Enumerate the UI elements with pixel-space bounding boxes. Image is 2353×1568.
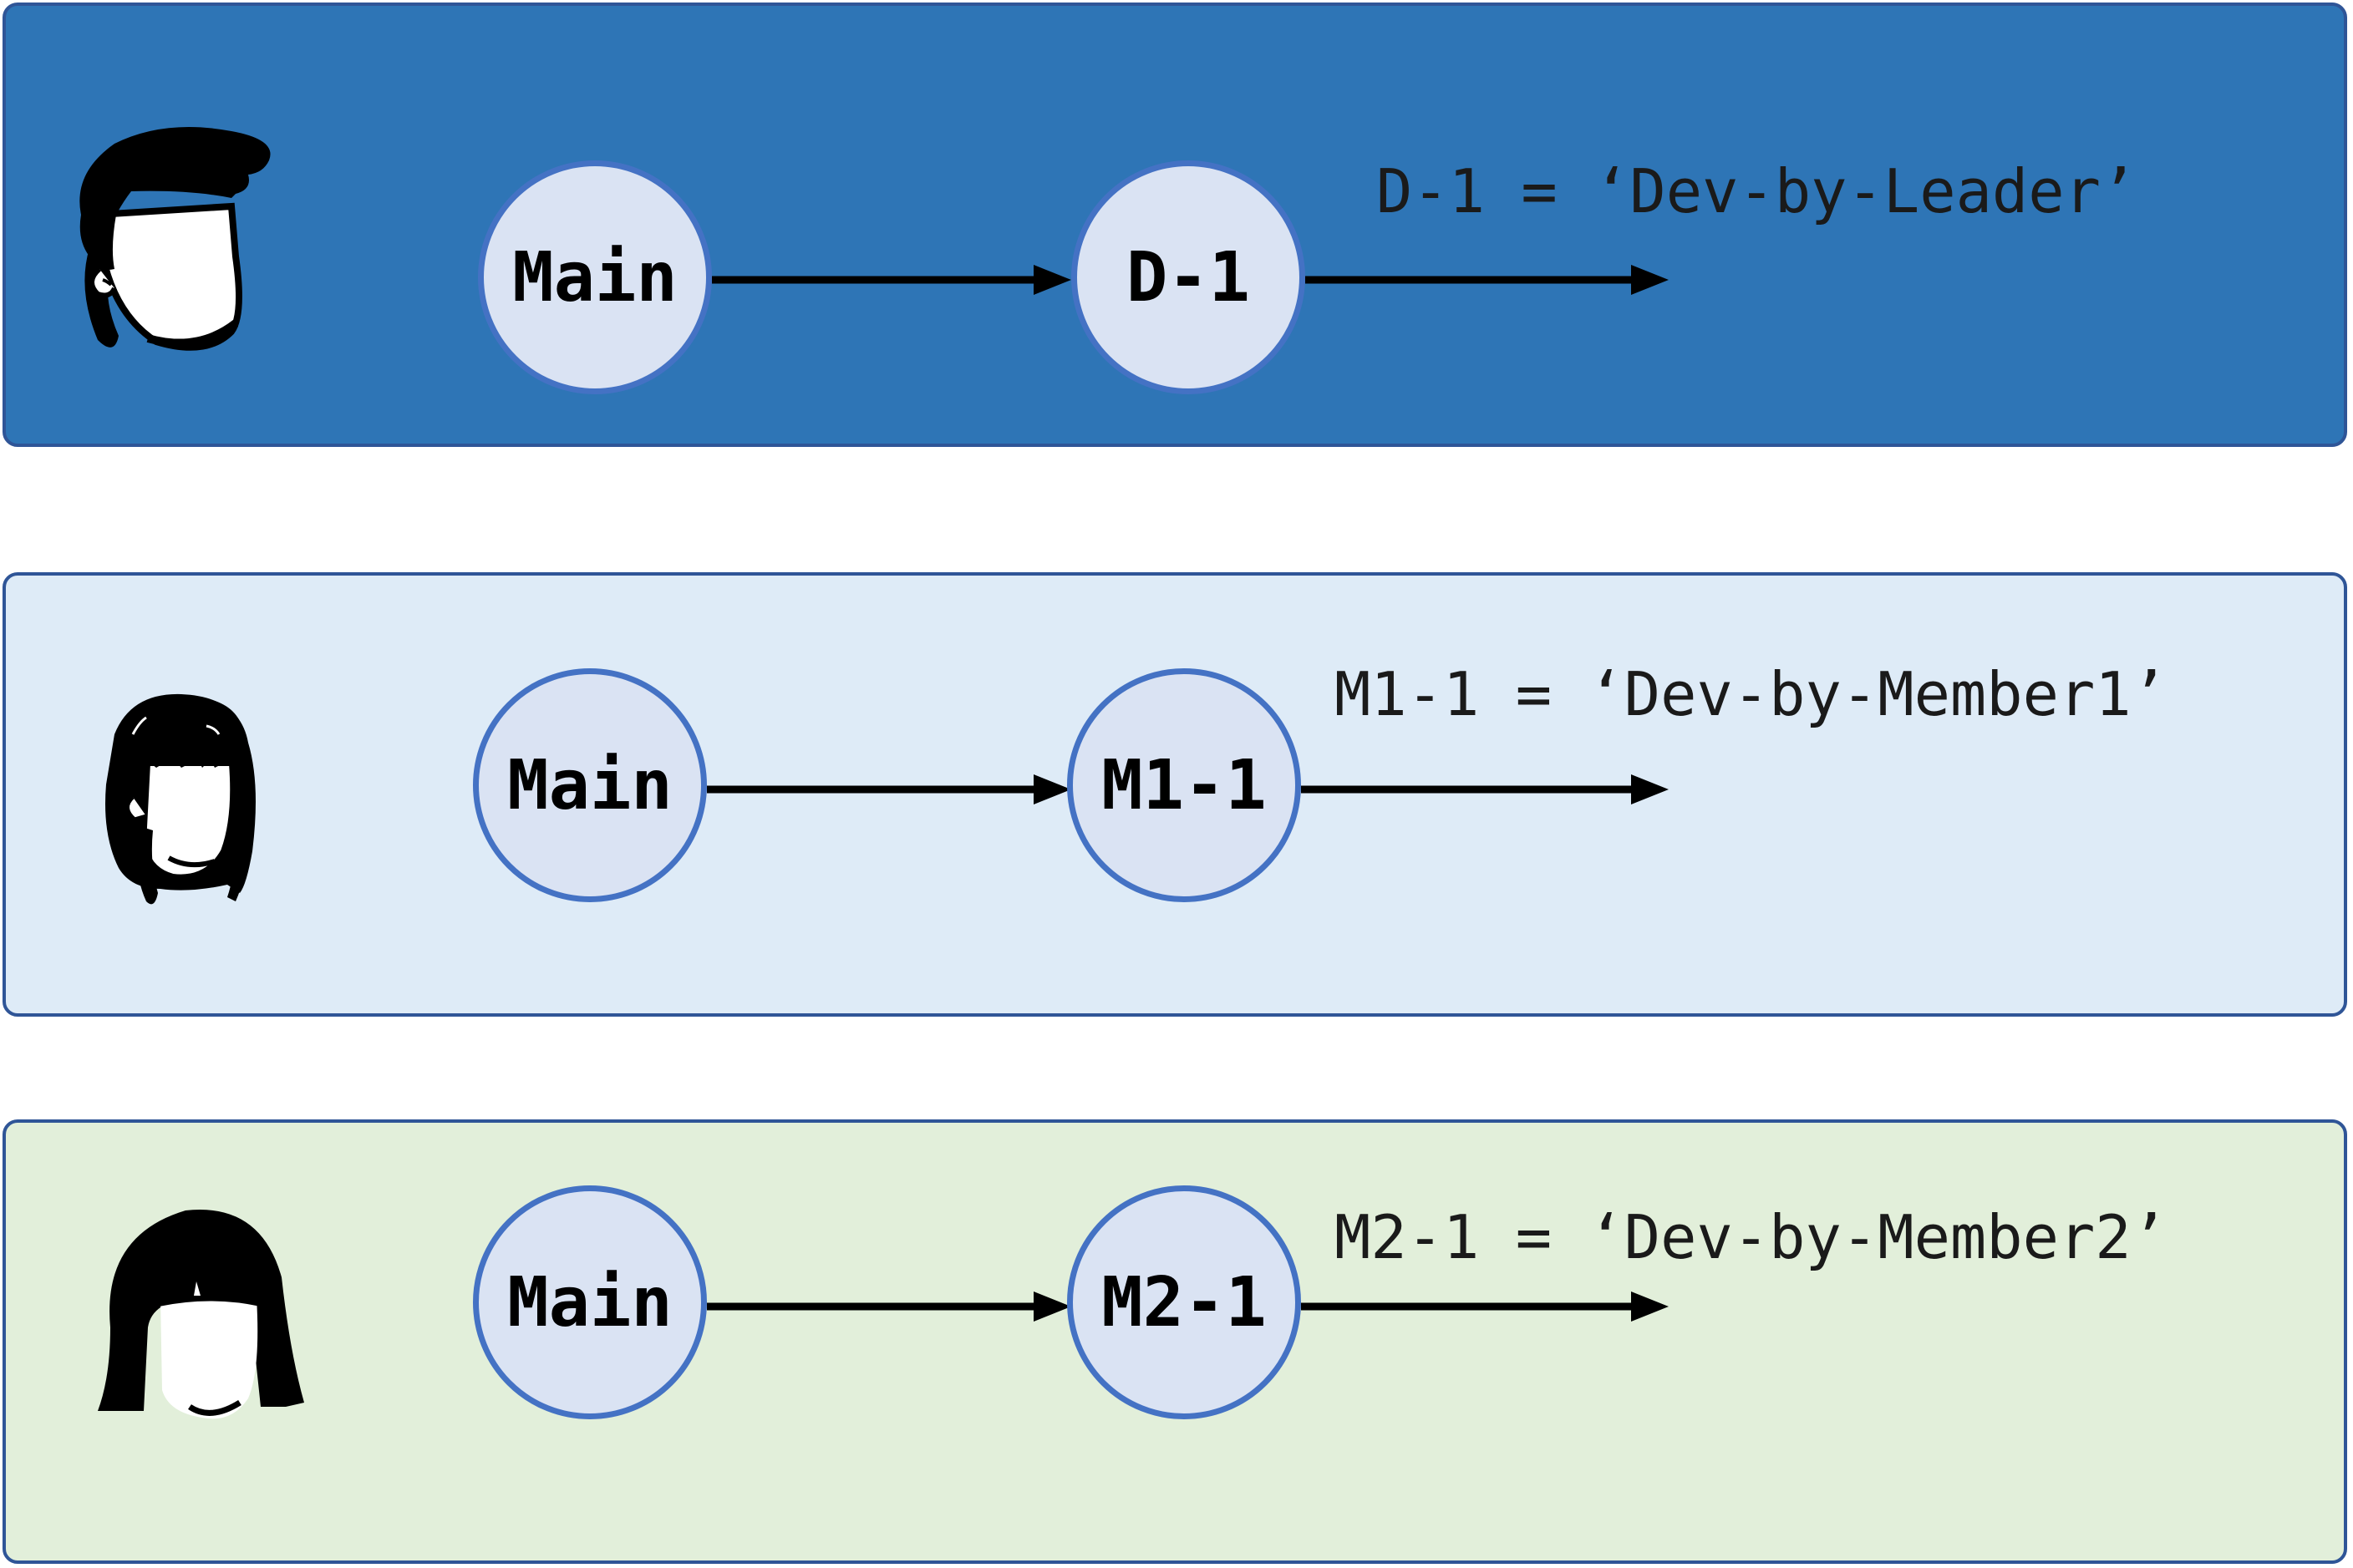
arrow-icon xyxy=(1301,1291,1669,1322)
from-node: Main xyxy=(478,160,712,394)
member2-avatar-icon xyxy=(98,1210,304,1419)
to-node: M1-1 xyxy=(1067,668,1301,902)
arrow-icon xyxy=(1305,265,1669,295)
to-node: D-1 xyxy=(1071,160,1305,394)
to-node-label: M1-1 xyxy=(1101,745,1267,825)
from-node: Main xyxy=(473,1185,707,1419)
arrow-icon xyxy=(1301,774,1669,804)
commit-annotation: M1-1 = ‘Dev-by-Member1’ xyxy=(1334,659,2168,729)
to-node: M2-1 xyxy=(1067,1185,1301,1419)
member1-lane: Main M1-1 M1-1 = ‘Dev-by-Member1’ xyxy=(3,572,2347,1017)
from-node-label: Main xyxy=(507,745,673,825)
commit-annotation: D-1 = ‘Dev-by-Leader’ xyxy=(1376,156,2137,226)
from-node: Main xyxy=(473,668,707,902)
member1-avatar-icon xyxy=(105,693,256,905)
to-node-label: M2-1 xyxy=(1101,1262,1267,1342)
from-node-label: Main xyxy=(512,237,678,317)
commit-annotation: M2-1 = ‘Dev-by-Member2’ xyxy=(1334,1202,2168,1272)
to-node-label: D-1 xyxy=(1126,237,1251,317)
arrow-icon xyxy=(707,1291,1071,1322)
member2-lane: Main M2-1 M2-1 = ‘Dev-by-Member2’ xyxy=(3,1119,2347,1564)
arrow-icon xyxy=(707,774,1071,804)
leader-lane: Main D-1 D-1 = ‘Dev-by-Leader’ xyxy=(3,3,2347,447)
arrow-icon xyxy=(712,265,1071,295)
from-node-label: Main xyxy=(507,1262,673,1342)
leader-avatar-icon xyxy=(79,127,271,351)
